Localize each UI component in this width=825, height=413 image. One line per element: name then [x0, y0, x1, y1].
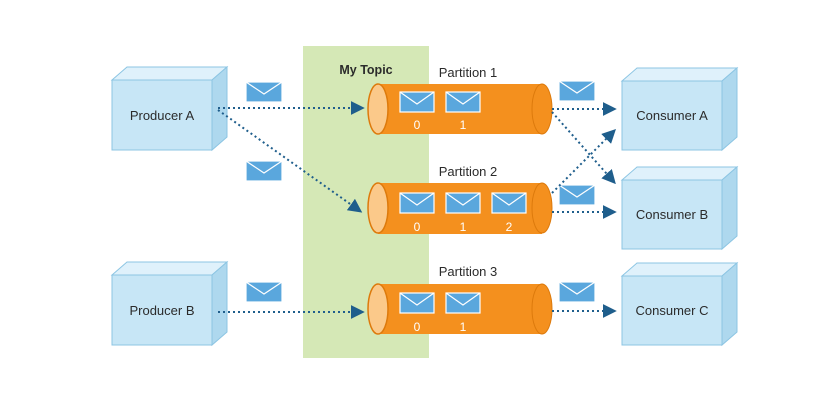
envelope-icon — [399, 91, 435, 113]
envelope-icon — [445, 292, 481, 314]
partition-1-messages: 0 1 — [399, 91, 481, 132]
partition-2-label: Partition 2 — [439, 164, 498, 179]
partition-2-offset-0: 0 — [414, 220, 421, 234]
consumer-a-label: Consumer A — [636, 108, 708, 123]
arrow-partition-1-consumer-b — [551, 111, 616, 185]
producer-b-box: Producer B — [110, 260, 229, 347]
envelope-icon — [558, 80, 596, 102]
partition-3-offset-0: 0 — [414, 320, 421, 334]
envelope-icon — [558, 184, 596, 206]
consumer-c-label: Consumer C — [636, 303, 709, 318]
envelope-icon — [445, 192, 481, 214]
partition-2-messages: 0 1 2 — [399, 192, 527, 234]
envelope-icon — [245, 81, 283, 103]
partition-1-offset-1: 1 — [460, 118, 467, 132]
partition-1-label: Partition 1 — [439, 65, 498, 80]
arrow-producer-a-partition-2 — [217, 109, 363, 213]
partition-2-offset-2: 2 — [506, 220, 513, 234]
producer-a-label: Producer A — [130, 108, 195, 123]
partition-3-offset-1: 1 — [460, 320, 467, 334]
envelope-icon — [445, 91, 481, 113]
envelope-icon — [399, 192, 435, 214]
envelope-icon — [558, 281, 596, 303]
arrow-partition-2-consumer-a — [551, 129, 616, 194]
producer-b-label: Producer B — [129, 303, 194, 318]
consumer-a-box: Consumer A — [620, 66, 739, 152]
consumer-c-box: Consumer C — [620, 261, 739, 347]
partition-3-label: Partition 3 — [439, 264, 498, 279]
partition-2-offset-1: 1 — [460, 220, 467, 234]
envelope-icon — [399, 292, 435, 314]
consumer-b-box: Consumer B — [620, 165, 739, 251]
topic-label: My Topic — [339, 63, 392, 77]
partition-3-messages: 0 1 — [399, 292, 481, 334]
envelope-icon — [245, 160, 283, 182]
envelope-icon — [245, 281, 283, 303]
envelope-icon — [491, 192, 527, 214]
consumer-b-label: Consumer B — [636, 207, 708, 222]
partition-1-offset-0: 0 — [414, 118, 421, 132]
producer-a-box: Producer A — [110, 65, 229, 152]
